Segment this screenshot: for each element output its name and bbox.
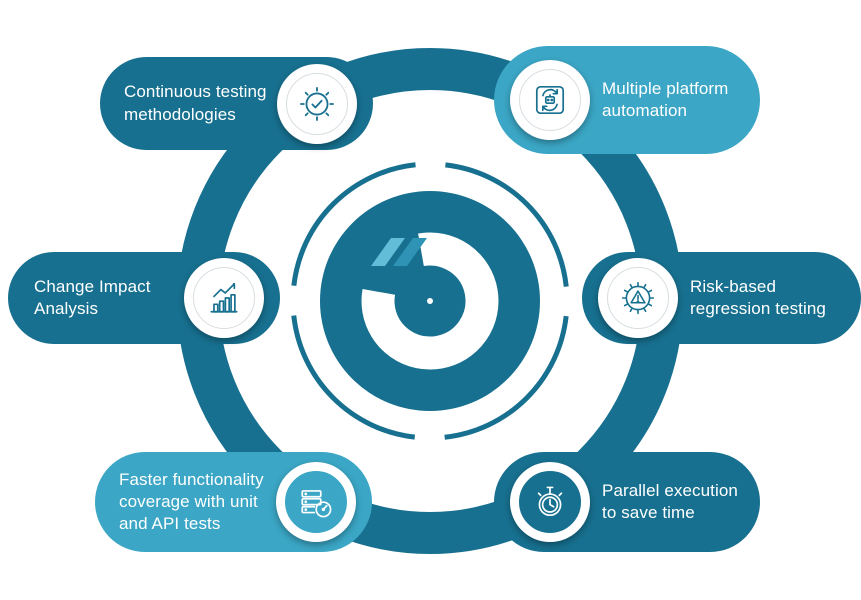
feature-label: Continuous testing methodologies (124, 82, 267, 124)
feature-label: Parallel execution to save time (602, 480, 738, 522)
feature-icon-badge (510, 60, 590, 140)
feature-icon-badge (510, 462, 590, 542)
feature-pill-risk-based-regression: Risk-based regression testing (582, 252, 861, 344)
feature-pill-parallel-execution: Parallel execution to save time (494, 452, 760, 552)
logo-stripe-light (371, 238, 405, 266)
feature-icon-badge (184, 258, 264, 338)
feature-icon-badge (276, 462, 356, 542)
feature-label: Faster functionality coverage with unit … (119, 469, 264, 534)
feature-pill-change-impact: Change Impact Analysis (8, 252, 280, 344)
feature-label: Risk-based regression testing (690, 276, 826, 318)
server-speedometer-icon (297, 483, 335, 521)
feature-pill-multiple-platform: Multiple platform automation (494, 46, 760, 154)
automation-sync-robot-icon (531, 81, 569, 119)
center-swirl-logo (361, 232, 499, 370)
risk-alert-icon (619, 279, 657, 317)
feature-icon-badge (598, 258, 678, 338)
logo-ring (361, 232, 499, 370)
growth-bar-chart-icon (205, 279, 243, 317)
feature-pill-faster-coverage: Faster functionality coverage with unit … (95, 452, 372, 552)
logo-stripe-mid (393, 238, 427, 266)
feature-pill-continuous-testing: Continuous testing methodologies (100, 57, 373, 150)
gear-check-icon (298, 85, 336, 123)
feature-label: Change Impact Analysis (34, 276, 151, 318)
feature-label: Multiple platform automation (602, 78, 729, 120)
logo-center-dot (427, 298, 433, 304)
feature-icon-badge (277, 63, 357, 144)
stopwatch-icon (531, 483, 569, 521)
